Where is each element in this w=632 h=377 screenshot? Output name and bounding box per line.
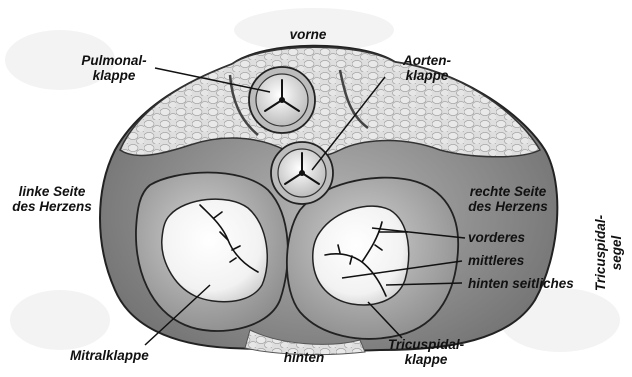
label-tricuspidal-line1: Tricuspidal- bbox=[376, 337, 476, 352]
label-tricuspidalklappe: Tricuspidal- klappe bbox=[376, 337, 476, 367]
label-hinten-seitliches: hinten seitliches bbox=[468, 276, 574, 291]
label-vorne: vorne bbox=[270, 27, 346, 42]
label-aorten-line2: klappe bbox=[382, 68, 472, 83]
label-pulmonalklappe: Pulmonal- klappe bbox=[72, 53, 156, 83]
pulmonary-valve bbox=[249, 67, 315, 133]
label-rechte-seite: rechte Seite des Herzens bbox=[458, 184, 558, 214]
label-segel-line1: Tricuspidal- bbox=[593, 203, 609, 303]
label-rechts-line2: des Herzens bbox=[458, 199, 558, 214]
label-mitralklappe: Mitralklappe bbox=[70, 348, 149, 363]
label-rechts-line1: rechte Seite bbox=[458, 184, 558, 199]
label-tricuspidalsegel: Tricuspidal- segel bbox=[593, 203, 627, 303]
label-vorderes: vorderes bbox=[468, 230, 525, 245]
label-aorten-line1: Aorten- bbox=[382, 53, 472, 68]
fat-band bbox=[120, 47, 540, 157]
label-links-line1: linke Seite bbox=[2, 184, 102, 199]
label-linke-seite: linke Seite des Herzens bbox=[2, 184, 102, 214]
label-pulmonal-line1: Pulmonal- bbox=[72, 53, 156, 68]
label-segel-line2: segel bbox=[609, 203, 625, 303]
aortic-valve bbox=[271, 142, 333, 204]
label-pulmonal-line2: klappe bbox=[72, 68, 156, 83]
label-aortenklappe: Aorten- klappe bbox=[382, 53, 472, 83]
label-tricuspidal-line2: klappe bbox=[376, 352, 476, 367]
label-mittleres: mittleres bbox=[468, 253, 524, 268]
label-hinten: hinten bbox=[262, 350, 346, 365]
label-links-line2: des Herzens bbox=[2, 199, 102, 214]
